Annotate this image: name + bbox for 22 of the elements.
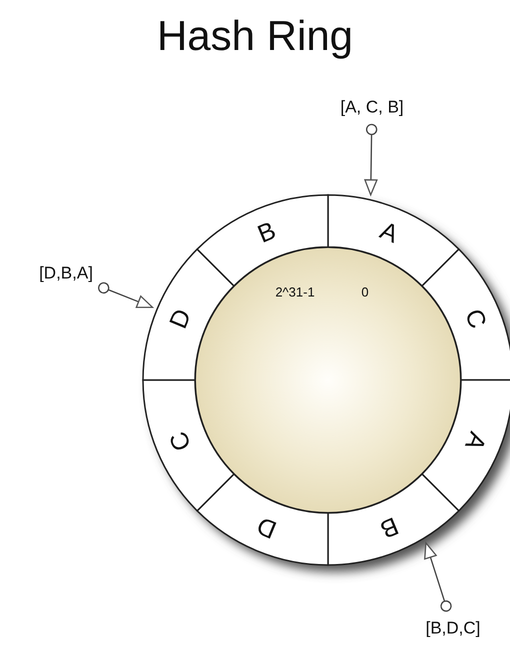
node-letter: D bbox=[166, 306, 196, 332]
node-letter: A bbox=[460, 428, 490, 454]
list-label: [B,D,C] bbox=[426, 620, 480, 636]
ring-segment bbox=[197, 474, 328, 565]
ring-segment bbox=[197, 195, 328, 286]
ring-segment bbox=[143, 380, 234, 511]
node-letter: C bbox=[166, 428, 196, 454]
ring-segment bbox=[328, 474, 459, 565]
list-label: [D,B,A] bbox=[39, 264, 93, 282]
ring-segment bbox=[422, 380, 510, 511]
title: Hash Ring bbox=[156, 12, 354, 60]
list-label: [A, C, B] bbox=[340, 98, 404, 116]
range-label: 2^31-1 bbox=[275, 286, 315, 298]
node-letter: B bbox=[254, 218, 280, 248]
node-letter: A bbox=[376, 218, 402, 248]
ring-segment bbox=[422, 249, 510, 380]
range-label: 0 bbox=[361, 286, 369, 298]
node-letter: D bbox=[254, 512, 280, 542]
ring-segment bbox=[143, 249, 234, 380]
node-letter: C bbox=[460, 306, 490, 332]
node-letter: B bbox=[376, 512, 402, 542]
ring-segment bbox=[328, 195, 459, 286]
